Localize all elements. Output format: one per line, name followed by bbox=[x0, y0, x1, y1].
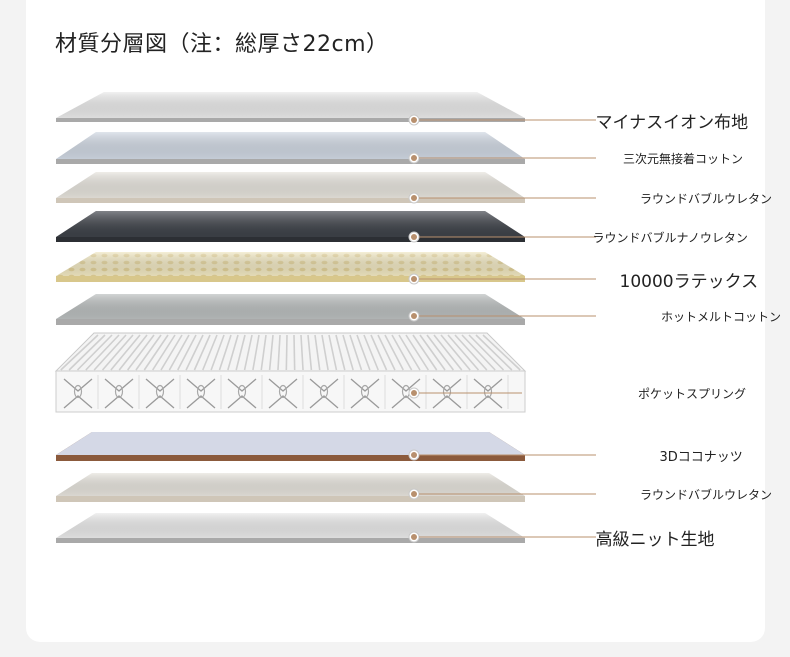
layer-10 bbox=[56, 513, 596, 543]
layer-3 bbox=[56, 172, 596, 204]
layer-label-5: 10000ラテックス bbox=[619, 271, 759, 292]
layer-label-6: ホットメルトコットン bbox=[661, 309, 782, 324]
layer-label-10: 高級ニット生地 bbox=[595, 529, 715, 550]
layer-9 bbox=[56, 473, 596, 502]
layer-7 bbox=[54, 332, 527, 413]
layer-label-9: ラウンドバブルウレタン bbox=[640, 487, 773, 502]
layer-label-4: ラウンドバブルナノウレタン bbox=[592, 230, 748, 245]
layer-label-8: 3Dココナッツ bbox=[659, 449, 743, 465]
page-title: 材質分層図（注：総厚さ22cm） bbox=[55, 32, 389, 57]
layer-1 bbox=[56, 92, 596, 126]
layer-label-3: ラウンドバブルウレタン bbox=[640, 191, 773, 206]
layer-label-2: 三次元無接着コットン bbox=[623, 151, 744, 166]
layer-label-7: ポケットスプリング bbox=[638, 386, 747, 401]
layer-5 bbox=[56, 252, 596, 285]
layer-2 bbox=[56, 132, 596, 164]
layer-6 bbox=[56, 294, 596, 325]
layer-label-1: マイナスイオン布地 bbox=[595, 112, 749, 133]
layer-4 bbox=[56, 211, 596, 243]
layer-8 bbox=[56, 432, 596, 461]
